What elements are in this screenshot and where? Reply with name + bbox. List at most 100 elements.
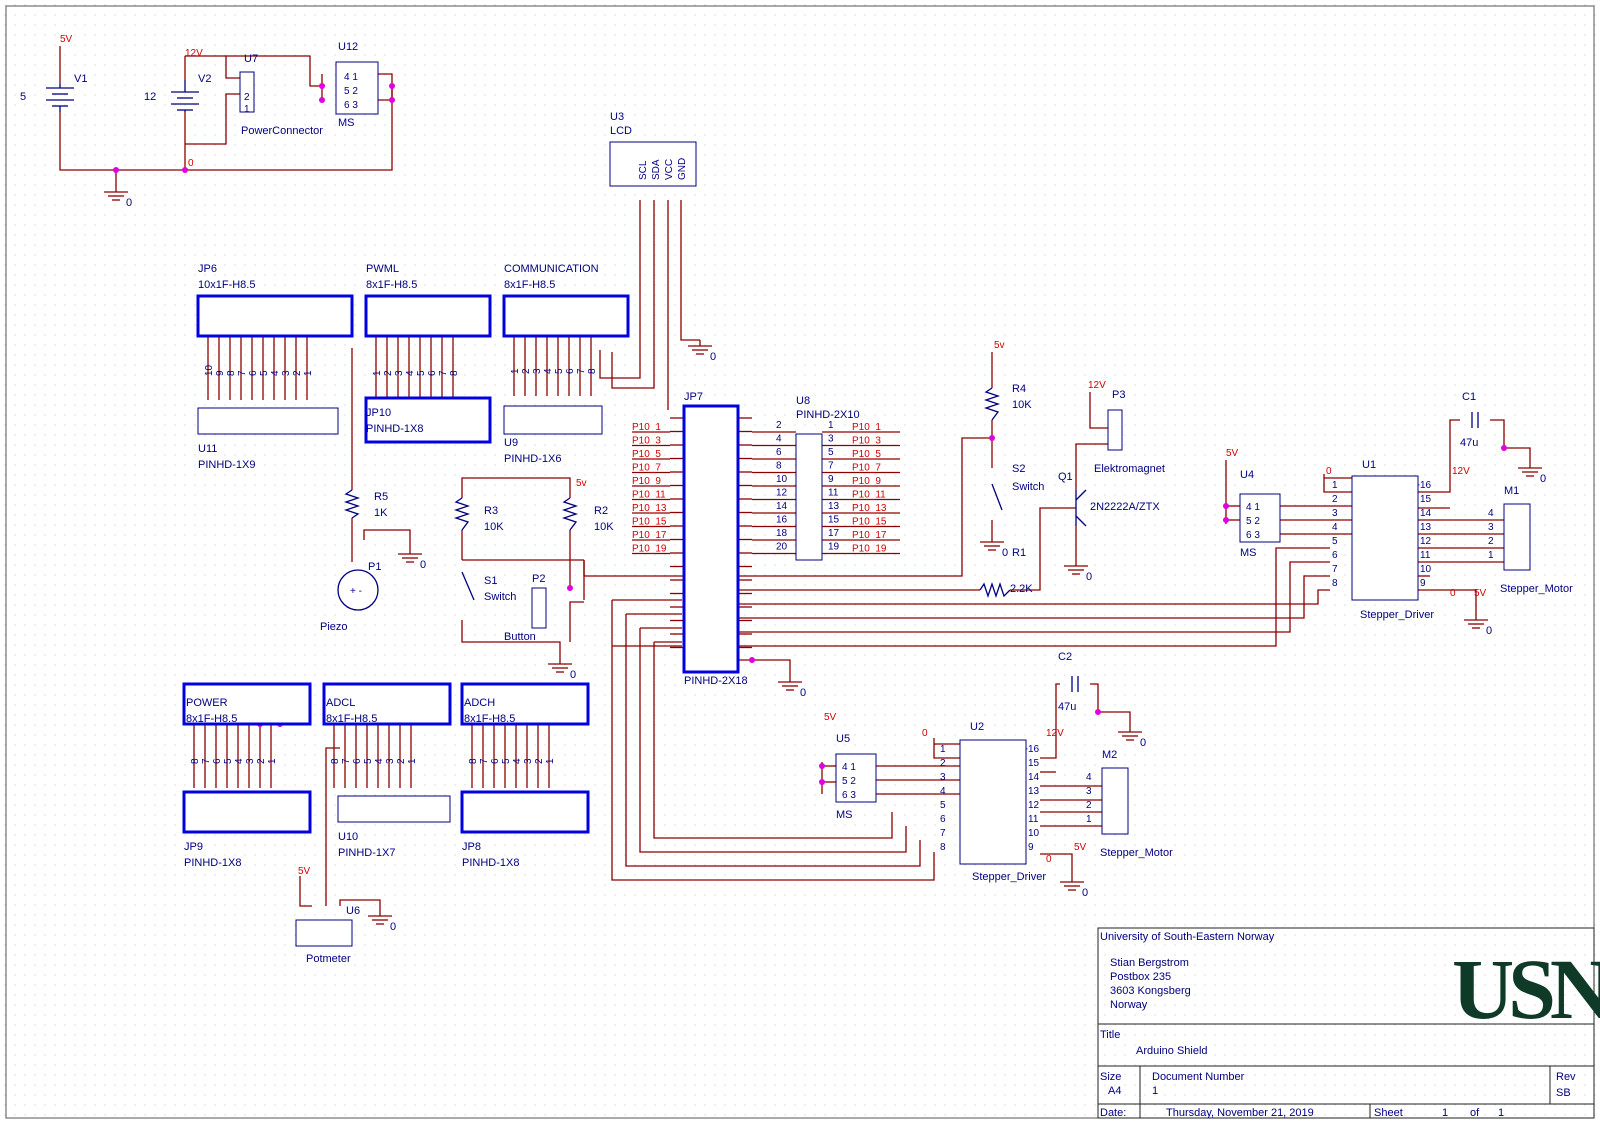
of-value: 1 (1498, 1107, 1504, 1119)
header-U8 (795, 433, 823, 561)
POWER-pin-number: 5 (223, 758, 234, 764)
U1-pin-right-number: 10 (1420, 564, 1432, 575)
ADCH-pin-number: 1 (545, 758, 556, 764)
R2-label: R2 (594, 505, 608, 517)
PWML-pin-number: 1 (372, 370, 383, 376)
resistor-R5 (343, 489, 361, 519)
U7-pin2: 2 (244, 92, 250, 103)
resistor-R4 (983, 387, 1001, 421)
sheet-value: 1 (1442, 1107, 1448, 1119)
size-label: Size (1100, 1071, 1121, 1083)
title-block-address-2: Postbox 235 (1110, 971, 1171, 983)
C2-label: C2 (1058, 651, 1072, 663)
U2-pin-right-number: 16 (1028, 744, 1040, 755)
M1-pin-number: 4 (1488, 508, 1494, 519)
Piezo-label: Piezo (320, 621, 348, 633)
POWER-label: POWER (186, 697, 228, 709)
U8-pin-even: 20 (776, 542, 788, 553)
C1-label: C1 (1462, 391, 1476, 403)
of-label: of (1470, 1107, 1480, 1119)
U8-pin-odd: 1 (828, 420, 834, 431)
M2-pin-number: 3 (1086, 786, 1092, 797)
power-connector-U7 (239, 71, 255, 113)
U1-pin-left-number: 1 (1332, 480, 1338, 491)
usn-logo: USN (1452, 941, 1600, 1037)
ground-label: 0 (710, 351, 716, 363)
ADCL-pin-number: 8 (330, 758, 341, 764)
header-U11 (197, 407, 339, 435)
M1-pin-number: 1 (1488, 550, 1494, 561)
p10-right-label: P10_13 (852, 503, 887, 514)
stepper-motor-M2 (1101, 767, 1129, 835)
U4-type: MS (1240, 547, 1257, 559)
ADCL-type: 8x1F-H8.5 (326, 713, 377, 725)
net-label-0-U1: 0 (1326, 466, 1332, 477)
U8-pin-odd: 17 (828, 528, 840, 539)
M2-label: M2 (1102, 749, 1117, 761)
POWER-pin-number: 7 (201, 758, 212, 764)
header-U10 (337, 795, 451, 823)
U10-type: PINHD-1X7 (338, 847, 395, 859)
JP6-pin-number: 6 (248, 370, 259, 376)
stepper-driver-U2 (959, 739, 1027, 865)
U2-pin-left-number: 7 (940, 828, 946, 839)
ADCH-type: 8x1F-H8.5 (464, 713, 515, 725)
PWML-pin-number: 8 (449, 370, 460, 376)
M2-pin-number: 4 (1086, 772, 1092, 783)
ADCL-pin-number: 4 (374, 758, 385, 764)
S1-label: S1 (484, 575, 497, 587)
net-label-12V-U1: 12V (1452, 466, 1470, 477)
capacitor-C1 (1471, 412, 1479, 428)
R5-label: R5 (374, 491, 388, 503)
title-block-address-3: 3603 Kongsberg (1110, 985, 1191, 997)
ground-label: 0 (1140, 737, 1146, 749)
U7-type: PowerConnector (241, 125, 323, 137)
header-JP6 (196, 294, 354, 338)
junction-dot (1095, 709, 1101, 715)
U4-pins-row1: 4 1 (1246, 502, 1260, 513)
COMMUNICATION-label: COMMUNICATION (504, 263, 599, 275)
M2-type: Stepper_Motor (1100, 847, 1173, 859)
U1-label: U1 (1362, 459, 1376, 471)
net-label-0-U1-gnd: 0 (1450, 588, 1456, 599)
U5-label: U5 (836, 733, 850, 745)
U8-pin-odd: 7 (828, 461, 834, 472)
junction-dot (819, 779, 825, 785)
COMM-pin-number: 4 (543, 368, 554, 374)
net-label-0: 0 (188, 158, 194, 169)
p10-right-label: P10_3 (852, 436, 881, 447)
U4-pins-row2: 5 2 (1246, 516, 1260, 527)
U2-pin-left-number: 5 (940, 800, 946, 811)
V1-value: 5 (20, 91, 26, 103)
title-block-org: University of South-Eastern Norway (1100, 931, 1275, 943)
U4-label: U4 (1240, 469, 1254, 481)
COMM-pin-number: 8 (587, 368, 598, 374)
PWML-pin-number: 5 (416, 370, 427, 376)
U8-label: U8 (796, 395, 810, 407)
R1-label: R1 (1012, 547, 1026, 559)
ADCH-label: ADCH (464, 697, 495, 709)
U1-pin-right-number: 16 (1420, 480, 1432, 491)
docnum-label: Document Number (1152, 1071, 1245, 1083)
U12-pins-row3: 6 3 (344, 100, 358, 111)
ground-label: 0 (1082, 887, 1088, 899)
U2-pin-right-number: 13 (1028, 786, 1040, 797)
COMM-pin-number: 2 (521, 368, 532, 374)
PWML-label: PWML (366, 263, 399, 275)
net-label-5V-U2: 5V (1074, 842, 1087, 853)
U1-pin-right-number: 11 (1420, 550, 1431, 561)
S2-type: Switch (1012, 481, 1044, 493)
header-JP10 (364, 396, 492, 444)
ADCH-pin-number: 2 (534, 758, 545, 764)
p10-left-label: P10_19 (632, 544, 667, 555)
U8-pin-even: 8 (776, 461, 782, 472)
U1-pin-right-number: 9 (1420, 578, 1426, 589)
JP6-pin-number: 2 (292, 370, 303, 376)
U1-pin-left-number: 7 (1332, 564, 1338, 575)
R1-value: 2.2K (1010, 583, 1033, 595)
JP8-label: JP8 (462, 841, 481, 853)
stepper-driver-U1 (1351, 475, 1419, 601)
R5-value: 1K (374, 507, 388, 519)
